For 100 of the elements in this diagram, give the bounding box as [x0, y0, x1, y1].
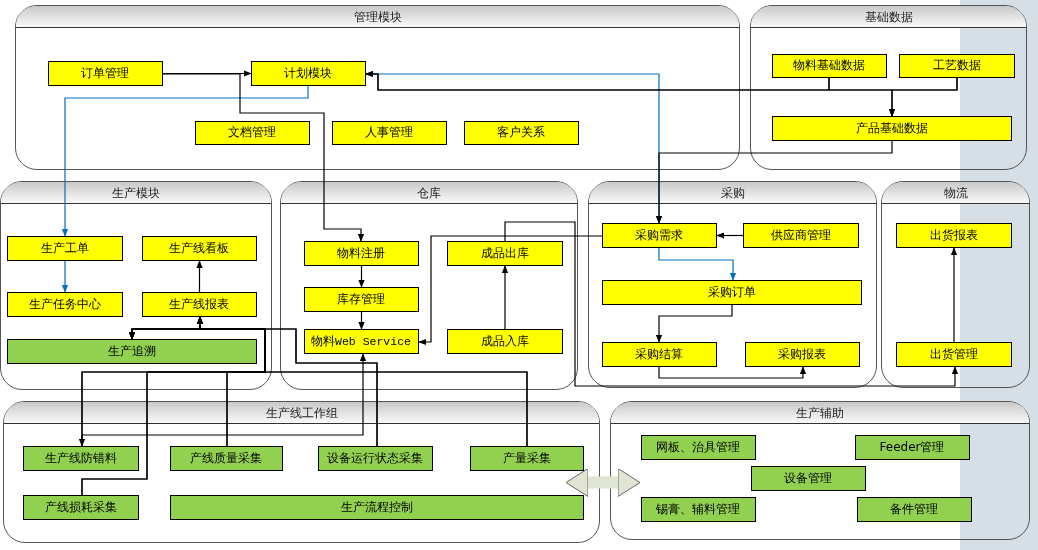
arrow [162, 73, 365, 242]
arrow [501, 265, 509, 330]
arrow [950, 247, 958, 343]
module-box [303, 328, 419, 354]
module-box [6, 338, 257, 364]
module-label: 锡膏、辅料管理 [656, 500, 740, 518]
module-label: 设备管理 [784, 469, 832, 487]
module-label: 产线损耗采集 [44, 498, 117, 516]
panel-title: 仓库 [416, 185, 442, 202]
module-box [771, 115, 1012, 141]
module-label: 生产线报表 [169, 295, 229, 313]
module-label: 生产追溯 [107, 342, 156, 360]
module-label: 供应商管理 [770, 226, 831, 244]
arrow [61, 260, 69, 293]
module-label: 人事管理 [365, 124, 413, 141]
module-box [750, 465, 866, 491]
module-label: 成品入库 [480, 332, 529, 350]
group-panel [15, 5, 740, 170]
module-box [446, 240, 563, 266]
module-box [22, 445, 139, 471]
module-label: 生产线防错料 [44, 449, 117, 467]
module-label: 物料Web Service [311, 333, 411, 349]
panel-title: 生产线工作组 [264, 405, 339, 422]
arrow [655, 140, 893, 224]
module-box [446, 328, 563, 354]
double-arrow [565, 468, 641, 497]
module-box [317, 445, 433, 471]
panel-title: 基础数据 [863, 9, 914, 26]
module-label: 物料基础数据 [793, 57, 865, 74]
group-panel [3, 401, 600, 543]
arrow [658, 366, 807, 379]
module-label: 订单管理 [81, 64, 129, 82]
module-box [856, 496, 972, 522]
module-label: 备件管理 [890, 500, 938, 518]
module-label: 网板、治具管理 [656, 438, 740, 456]
module-box [898, 53, 1015, 78]
module-box [6, 235, 123, 261]
arrow [128, 328, 528, 447]
group-panel [750, 5, 1027, 170]
module-label: 产品基础数据 [855, 119, 928, 137]
module-box [601, 222, 717, 248]
module-box [640, 434, 756, 460]
arrow [196, 260, 203, 293]
module-box [744, 341, 860, 367]
arrow [61, 85, 309, 237]
arrow [658, 247, 737, 281]
arrow [504, 221, 959, 387]
module-label: 生产流程控制 [340, 498, 413, 516]
module-box [22, 494, 139, 520]
module-box [895, 222, 1012, 248]
module-box [331, 120, 447, 145]
module-label: 设备运行状态采集 [327, 449, 423, 467]
arrow [418, 235, 603, 346]
module-box [742, 222, 859, 248]
module-label: 采购报表 [778, 345, 826, 363]
module-box [895, 341, 1012, 367]
module-box [194, 120, 310, 145]
module-label: 库存管理 [337, 290, 385, 308]
arrow [358, 311, 365, 330]
module-box [169, 494, 584, 520]
arrow [358, 265, 365, 288]
module-box [141, 291, 257, 317]
module-box [169, 445, 283, 471]
module-box [469, 445, 584, 471]
group-panel [0, 181, 272, 390]
arrow [888, 77, 958, 117]
module-label: 工艺数据 [932, 57, 981, 74]
module-box [250, 60, 366, 86]
module-box [303, 240, 419, 266]
group-panel [588, 181, 877, 388]
module-label: 生产任务中心 [28, 295, 101, 313]
module-label: 生产线看板 [169, 239, 229, 257]
panel-title: 生产模块 [111, 185, 161, 202]
module-box [854, 434, 970, 460]
module-box [601, 279, 862, 305]
module-box [6, 291, 123, 317]
arrow [655, 304, 733, 343]
panel-title: 生产辅助 [795, 405, 845, 422]
module-label: 采购需求 [635, 226, 683, 244]
module-label: 生产工单 [40, 239, 89, 257]
module-box [771, 53, 887, 78]
panel-title: 管理模块 [352, 9, 403, 26]
module-label: 文档管理 [228, 124, 276, 141]
group-panel [280, 181, 578, 390]
module-label: 采购订单 [707, 283, 756, 301]
module-label: 客户关系 [497, 124, 545, 141]
module-label: 产量采集 [502, 449, 551, 467]
module-label: Feeder管理 [879, 438, 945, 456]
module-label: 出货报表 [929, 226, 978, 244]
module-label: 成品出库 [480, 244, 529, 262]
module-label: 采购结算 [635, 345, 683, 363]
module-box [463, 120, 579, 145]
module-label: 计划模块 [284, 64, 332, 82]
module-box [47, 60, 163, 86]
module-box [601, 341, 717, 367]
arrow [716, 232, 744, 239]
group-panel [610, 401, 1030, 540]
module-box [640, 496, 756, 522]
group-panel [881, 181, 1030, 388]
module-label: 物料注册 [337, 244, 385, 262]
